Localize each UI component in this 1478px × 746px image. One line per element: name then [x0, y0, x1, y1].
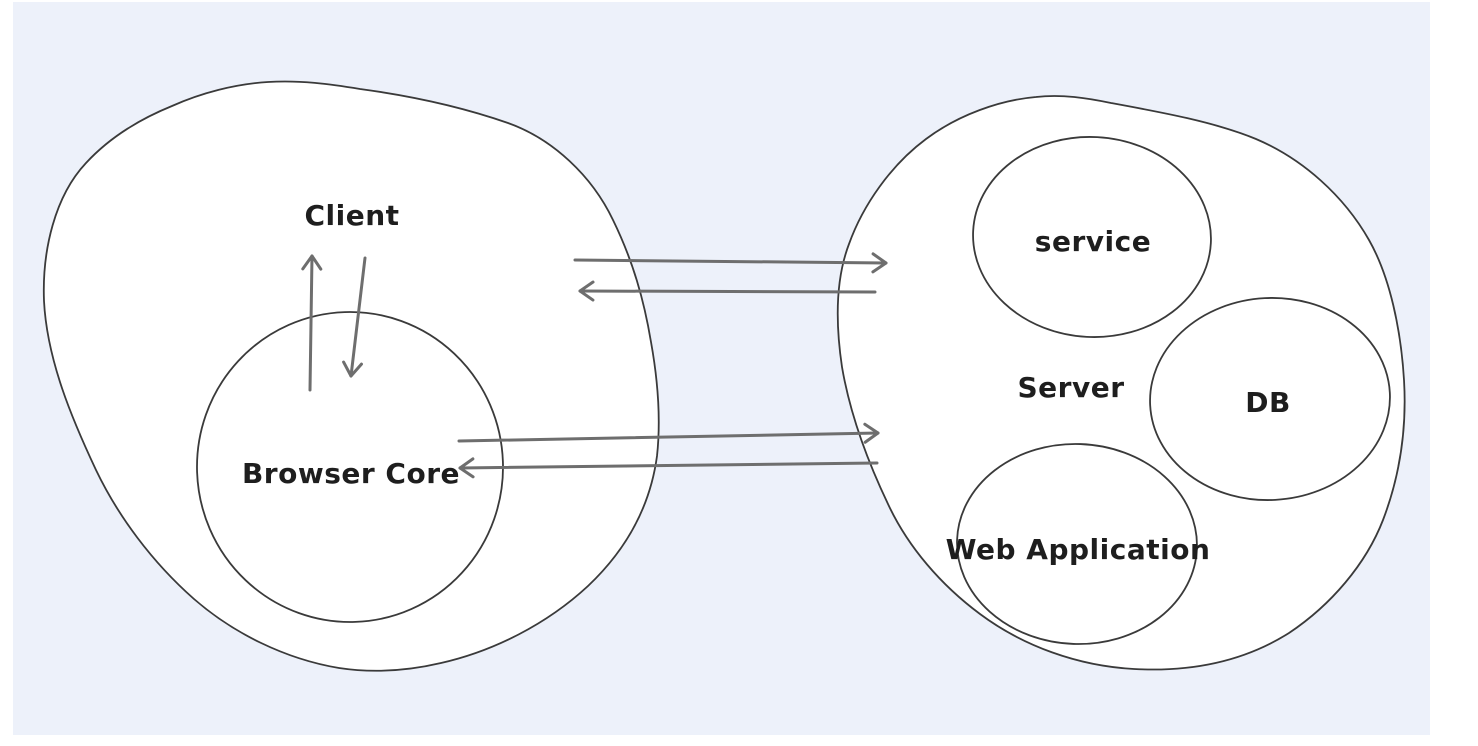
service-label[interactable]: service	[1035, 225, 1151, 258]
server-label[interactable]: Server	[1017, 371, 1124, 404]
arrow-client-to-server[interactable]	[573, 252, 888, 274]
arrow-browser-core-to-client[interactable]	[301, 254, 323, 392]
arrow-browser-core-to-server[interactable]	[457, 422, 880, 444]
service-circle[interactable]	[968, 131, 1216, 343]
db-circle[interactable]	[1145, 292, 1395, 506]
web-application-label[interactable]: Web Application	[946, 533, 1211, 566]
arrow-client-to-browser-core[interactable]	[342, 256, 367, 378]
arrow-server-to-browser-core[interactable]	[458, 457, 879, 479]
browser-core-circle[interactable]	[192, 307, 509, 627]
client-label[interactable]: Client	[304, 199, 399, 232]
browser-core-label[interactable]: Browser Core	[242, 457, 460, 490]
arrow-server-to-client[interactable]	[578, 280, 877, 302]
web-application-circle[interactable]	[954, 440, 1201, 648]
db-label[interactable]: DB	[1245, 386, 1291, 419]
